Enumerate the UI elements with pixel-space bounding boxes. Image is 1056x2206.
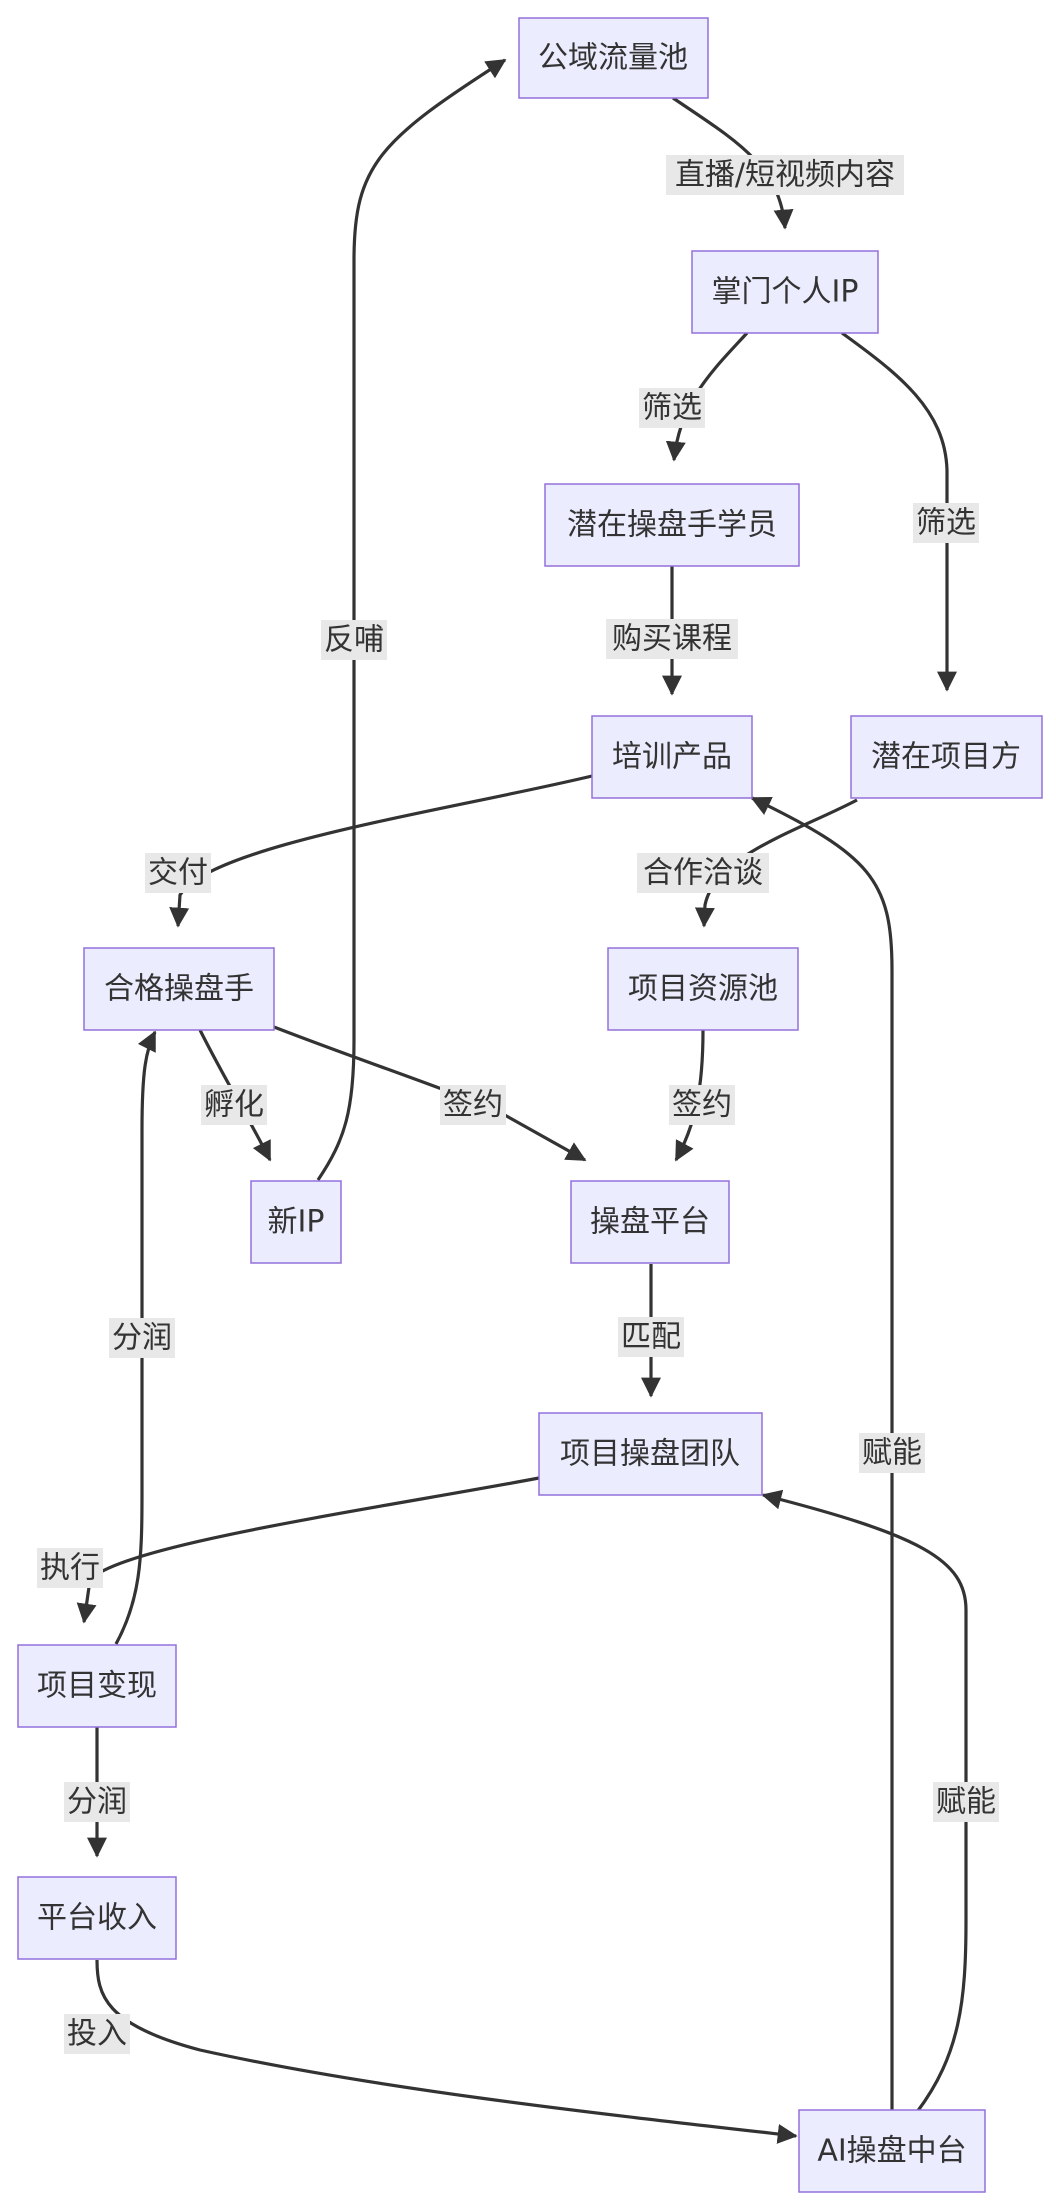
edge-label-e10: 反哺 <box>321 620 387 660</box>
edge-label-e13: 分润 <box>109 1318 175 1358</box>
edge-label-e4: 购买课程 <box>606 619 738 659</box>
svg-text:直播/短视频内容: 直播/短视频内容 <box>675 158 895 193</box>
svg-text:筛选: 筛选 <box>642 391 702 426</box>
svg-text:购买课程: 购买课程 <box>612 622 732 657</box>
edge-ai-to-peixun <box>750 796 894 2112</box>
svg-text:潜在项目方: 潜在项目方 <box>871 740 1021 775</box>
svg-text:筛选: 筛选 <box>916 506 976 541</box>
node-xiangmu-bianxian[interactable]: 项目变现 <box>17 1644 177 1728</box>
edge-zhangmen-to-qianzai-xueyuan <box>665 331 749 462</box>
edge-shouru-to-ai <box>95 1959 798 2144</box>
node-xiangmu-ziyuanchi[interactable]: 项目资源池 <box>607 947 799 1031</box>
edge-label-e7: 孵化 <box>201 1085 267 1125</box>
svg-text:操盘平台: 操盘平台 <box>590 1205 710 1240</box>
edge-label-e15: 投入 <box>64 2014 130 2054</box>
edge-label-e17: 赋能 <box>933 1782 999 1822</box>
edge-hege-to-pingtai <box>273 1025 587 1162</box>
edge-label-e8: 签约 <box>440 1085 506 1125</box>
svg-text:分润: 分润 <box>67 1785 127 1820</box>
svg-text:交付: 交付 <box>148 856 208 891</box>
svg-text:公域流量池: 公域流量池 <box>538 41 688 76</box>
svg-text:赋能: 赋能 <box>862 1436 922 1471</box>
edge-tuandui-to-bianxian <box>76 1476 540 1624</box>
node-xin-ip[interactable]: 新IP <box>250 1180 342 1264</box>
svg-text:执行: 执行 <box>40 1551 100 1586</box>
edge-zhangmen-to-qianzai-xiangmufang <box>841 331 957 692</box>
node-caopan-pingtai[interactable]: 操盘平台 <box>570 1180 730 1264</box>
node-xiangmu-caopan-tuandui[interactable]: 项目操盘团队 <box>538 1412 763 1496</box>
node-peixun-chanpin[interactable]: 培训产品 <box>591 715 753 799</box>
svg-text:项目变现: 项目变现 <box>37 1669 157 1704</box>
svg-text:匹配: 匹配 <box>621 1320 681 1355</box>
node-pingtai-shouru[interactable]: 平台收入 <box>17 1876 177 1960</box>
svg-text:培训产品: 培训产品 <box>612 740 732 775</box>
edge-label-e16: 赋能 <box>859 1433 925 1473</box>
edge-label-e2: 筛选 <box>639 388 705 428</box>
edge-label-e5: 合作洽谈 <box>637 853 769 893</box>
svg-text:赋能: 赋能 <box>936 1785 996 1820</box>
svg-text:反哺: 反哺 <box>324 623 384 658</box>
svg-text:合格操盘手: 合格操盘手 <box>104 972 254 1007</box>
edge-label-e3: 筛选 <box>913 503 979 543</box>
svg-text:掌门个人IP: 掌门个人IP <box>712 275 859 310</box>
edge-label-e1: 直播/短视频内容 <box>666 155 904 195</box>
svg-text:AI操盘中台: AI操盘中台 <box>817 2134 966 2169</box>
edge-label-e6: 交付 <box>145 853 211 893</box>
edge-qianzai-xiangmufang-to-ziyuanchi <box>694 798 858 928</box>
node-ai-caopan-zhongtai[interactable]: AI操盘中台 <box>798 2109 986 2193</box>
node-qianzai-xueyuan[interactable]: 潜在操盘手学员 <box>544 483 800 567</box>
edge-label-e11: 匹配 <box>618 1317 684 1357</box>
svg-text:新IP: 新IP <box>268 1205 325 1240</box>
svg-text:签约: 签约 <box>443 1088 503 1123</box>
edge-peixun-to-hege <box>169 774 593 928</box>
edge-label-e12: 执行 <box>37 1548 103 1588</box>
svg-text:分润: 分润 <box>112 1321 172 1356</box>
node-qianzai-xiangmufang[interactable]: 潜在项目方 <box>850 715 1043 799</box>
svg-text:孵化: 孵化 <box>204 1088 264 1123</box>
svg-text:潜在操盘手学员: 潜在操盘手学员 <box>567 508 777 543</box>
svg-text:投入: 投入 <box>67 2017 127 2052</box>
edge-bianxian-to-hege <box>114 1030 157 1645</box>
edge-label-e14: 分润 <box>64 1782 130 1822</box>
node-hege-caopanshou[interactable]: 合格操盘手 <box>83 947 275 1031</box>
edge-label-e9: 签约 <box>669 1085 735 1125</box>
svg-text:签约: 签约 <box>672 1088 732 1123</box>
node-zhangmen-ip[interactable]: 掌门个人IP <box>691 250 879 334</box>
svg-text:项目操盘团队: 项目操盘团队 <box>560 1437 740 1472</box>
svg-text:平台收入: 平台收入 <box>37 1901 157 1936</box>
svg-text:项目资源池: 项目资源池 <box>628 972 778 1007</box>
edge-ai-to-tuandui <box>761 1489 968 2113</box>
node-gongyu-liuliangchi[interactable]: 公域流量池 <box>518 17 709 99</box>
svg-text:合作洽谈: 合作洽谈 <box>643 856 763 891</box>
edge-xinip-to-gongyu <box>316 58 507 1181</box>
